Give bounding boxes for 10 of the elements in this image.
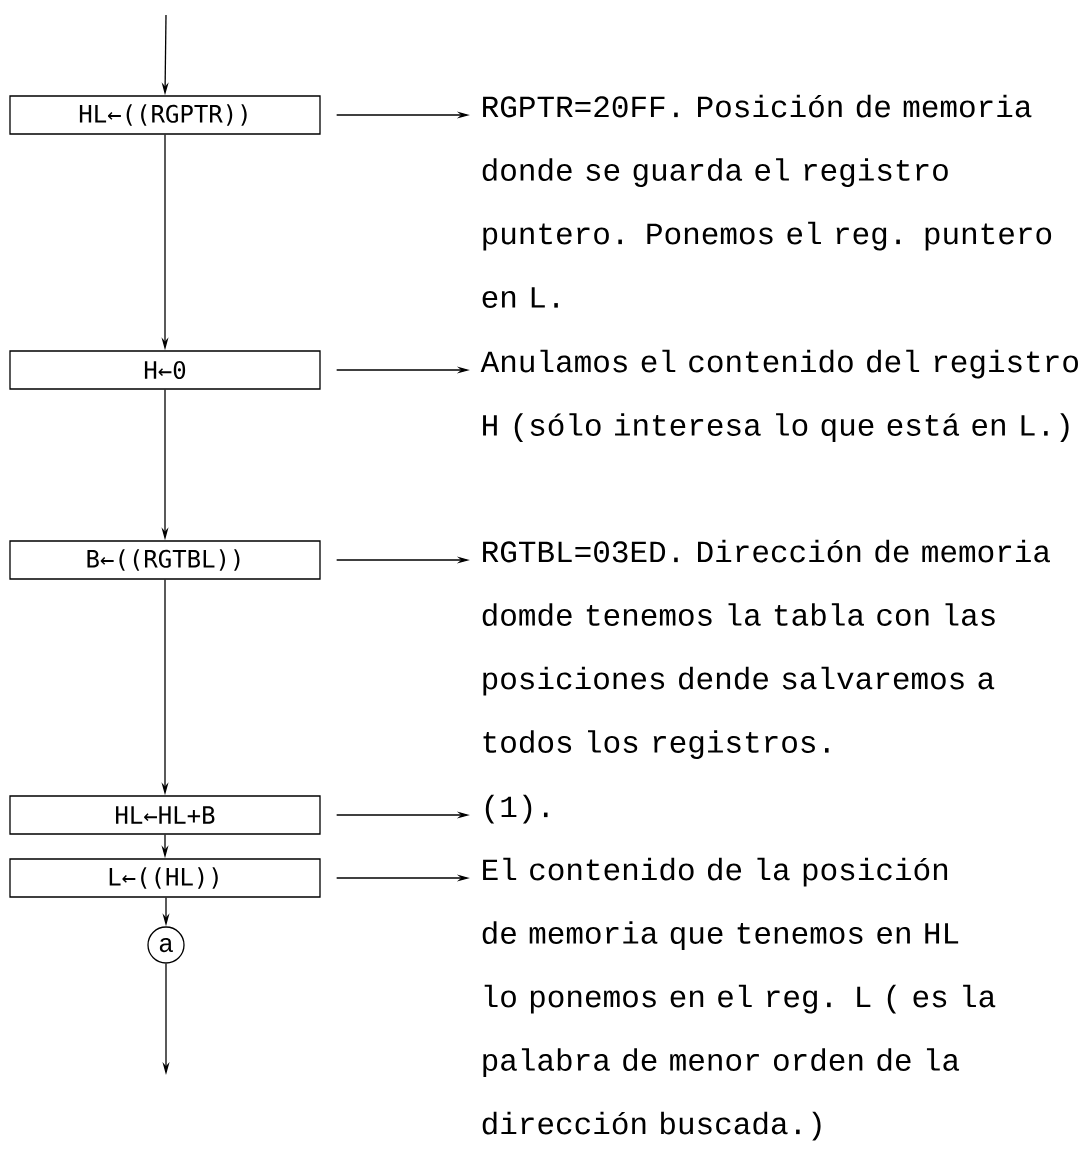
note-text: El contenido de la posición de memoria que tenemos en HL lo ponemos en el reg. L ( es la palabra de menor orden de la dirección buscada.) bbox=[482, 857, 996, 1141]
note-text: (1). bbox=[485, 794, 548, 824]
process-box: L←((HL)) bbox=[9, 858, 321, 898]
note-text: RGTBL=03ED. Dirección de memoria domde tenemos la tabla con las posiciones dende salvaremos a todos los registros. bbox=[482, 539, 1050, 760]
process-box: B←((RGTBL)) bbox=[9, 540, 321, 580]
process-box: HL←((RGPTR)) bbox=[9, 95, 321, 135]
note-text: RGPTR=20FF. Posición de memoria donde se guarda el registro puntero. Ponemos el reg. puntero en L. bbox=[482, 94, 1052, 308]
note-text: Anulamos el contenido del registro H (sólo interesa lo que está en L.) bbox=[480, 349, 1078, 443]
process-box: HL←HL+B bbox=[9, 795, 321, 835]
process-box: H←0 bbox=[9, 350, 321, 390]
